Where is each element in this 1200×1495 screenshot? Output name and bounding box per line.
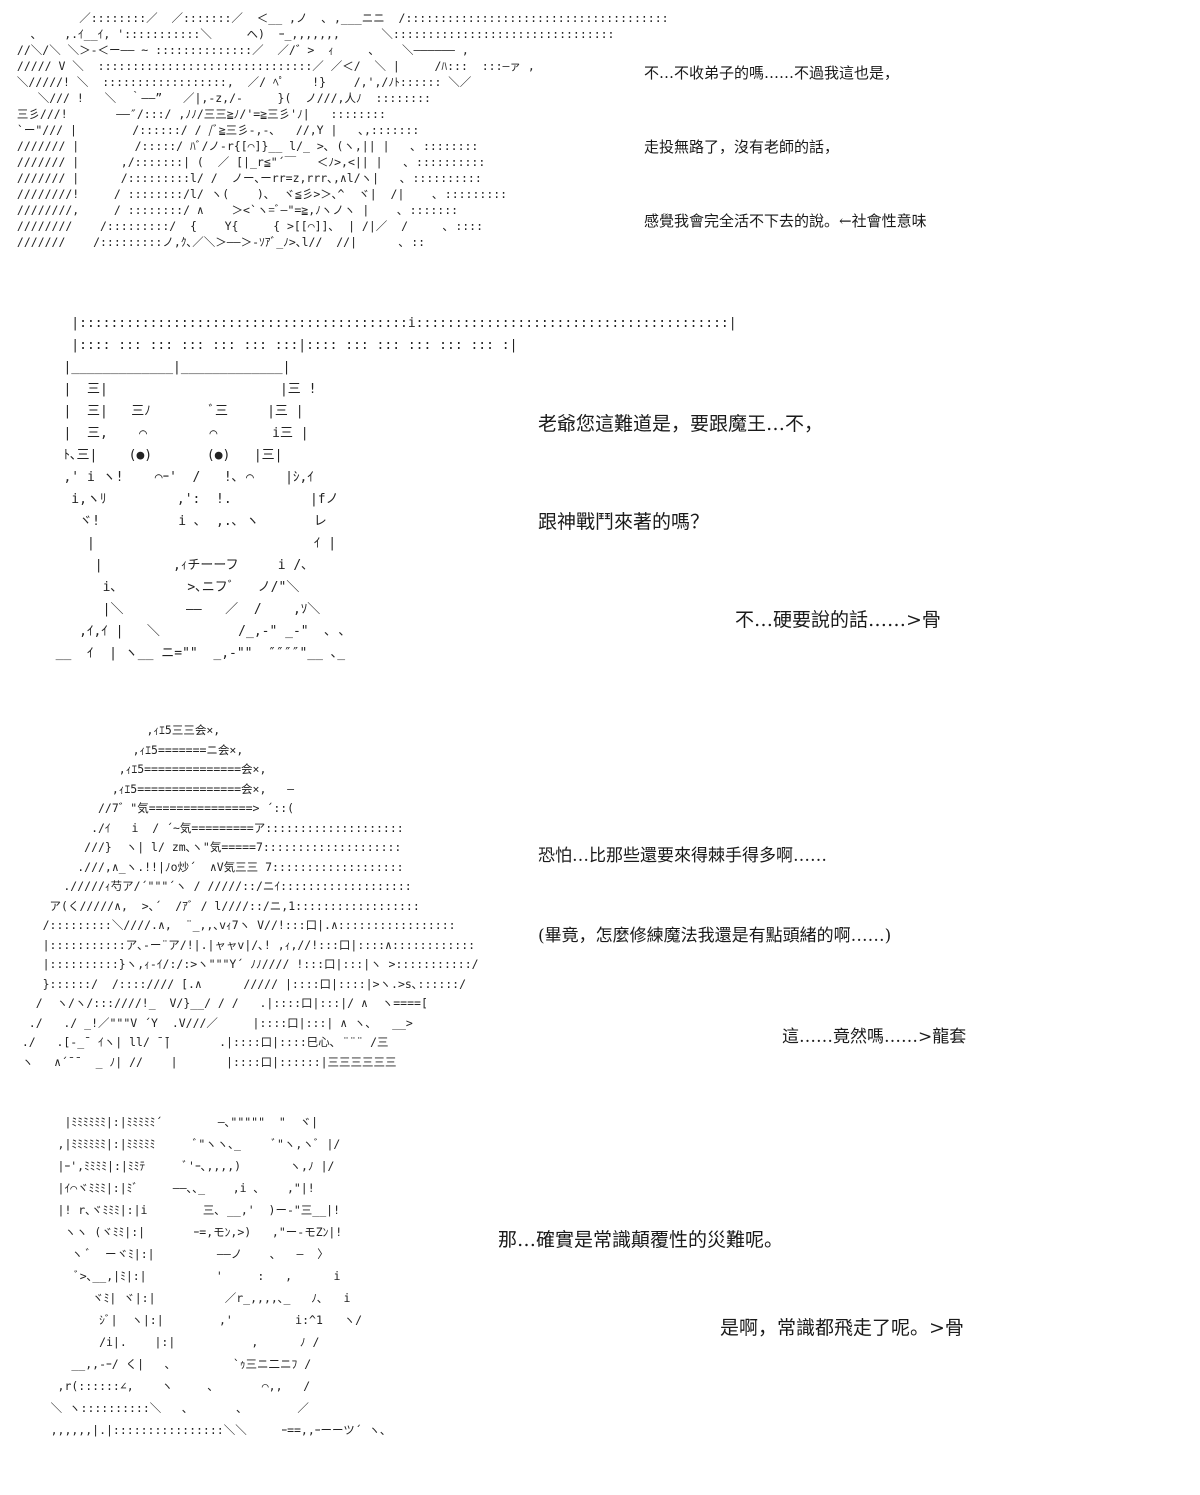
dialogue-line: 這……竟然嗎……>龍套 [782,1027,967,1047]
dialogue-line: 是啊，常識都飛走了呢。>骨 [720,1317,964,1339]
dialogue-line: (畢竟，怎麼修練魔法我還是有點頭緒的啊……) [538,926,892,946]
ascii-art-panel-4: |ﾐﾐﾐﾐﾐﾐ|:|ﾐﾐﾐﾐﾐ´ ―､""""" " ヾ| ,|ﾐﾐﾐﾐﾐﾐ|:… [50,1115,386,1437]
dialogue-line: 那…確實是常識顛覆性的災難呢。 [498,1229,784,1251]
dialogue-line: 不…硬要說的話……>骨 [735,609,941,631]
dialogue-line: 跟神戰鬥來著的嗎？ [538,511,710,533]
dialogue-line: 老爺您這難道是，要跟魔王…不， [538,413,824,435]
panel-4: |ﾐﾐﾐﾐﾐﾐ|:|ﾐﾐﾐﾐﾐ´ ―､""""" " ヾ| ,|ﾐﾐﾐﾐﾐﾐ|:… [0,1105,1200,1495]
ascii-art-panel-2: |:::::::::::::::::::::::::::::::::::::::… [55,316,737,661]
panel-2: |:::::::::::::::::::::::::::::::::::::::… [0,305,1200,705]
panel-1: ／::::::::／ ／:::::::／ ＜__ ,ノ ､ ,___ニニ /::… [0,0,1200,290]
dialogue-line: 不…不收弟子的嗎……不過我這也是， [644,64,900,82]
dialogue-line: 恐怕…比那些還要來得棘手得多啊…… [538,846,827,866]
dialogue-line: 感覺我會完全活不下去的說。←社會性意味 [644,212,927,230]
dialogue-line: 走投無路了，沒有老師的話， [644,138,840,156]
ascii-art-panel-3: ,ｨｴ5三三会×, ,ｨｴ5=======ニ会×, ,ｨｴ5==========… [21,723,479,1069]
panel-3: ,ｨｴ5三三会×, ,ｨｴ5=======ニ会×, ,ｨｴ5==========… [0,715,1200,1090]
ascii-art-panel-1: ／::::::::／ ／:::::::／ ＜__ ,ノ ､ ,___ニニ /::… [16,11,669,249]
